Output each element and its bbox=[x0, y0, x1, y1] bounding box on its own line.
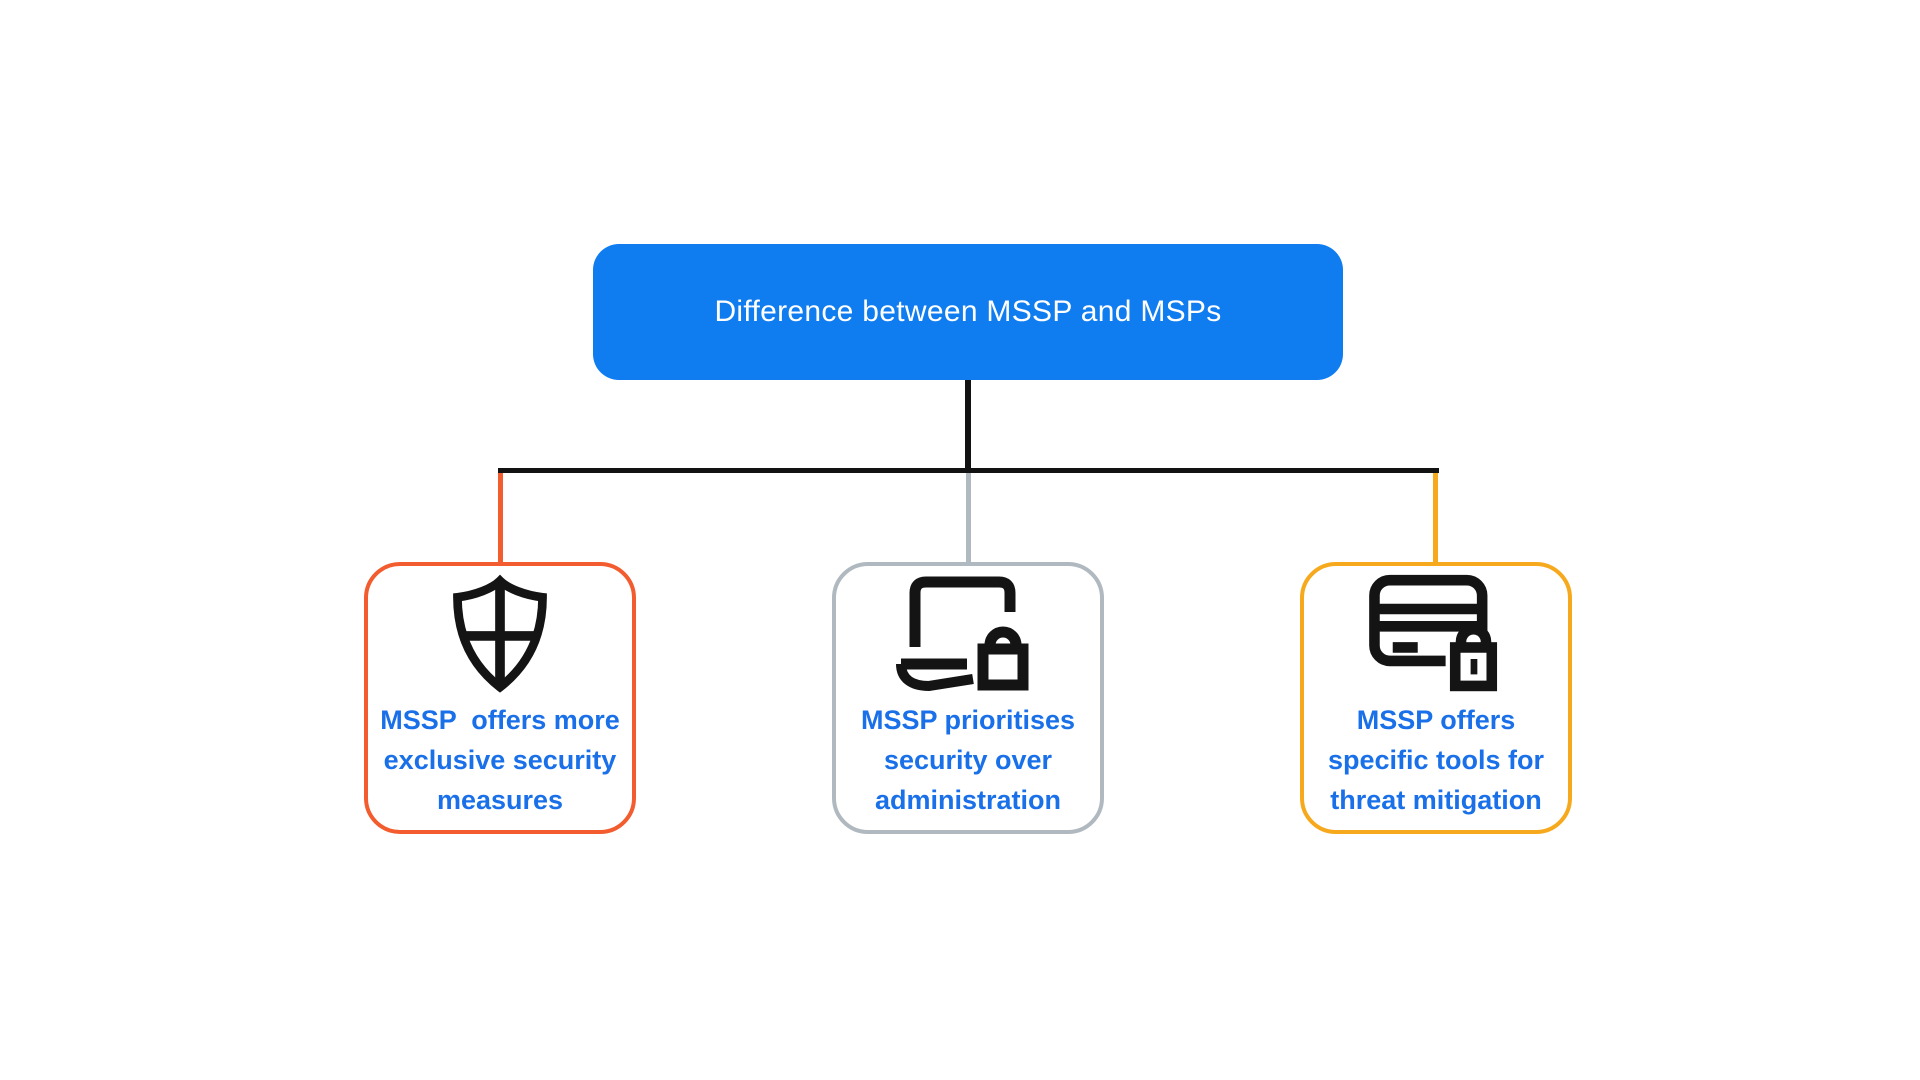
root-node-label: Difference between MSSP and MSPs bbox=[714, 295, 1222, 328]
connector-drop-center bbox=[966, 473, 971, 564]
connector-drop-right bbox=[1433, 473, 1438, 564]
credit-card-lock-icon bbox=[1361, 570, 1511, 698]
connector-horizontal bbox=[498, 468, 1439, 473]
card-security-over-administration-label: MSSP prioritises security over administr… bbox=[860, 705, 1076, 815]
card-exclusive-security: MSSP offers more exclusive security meas… bbox=[364, 562, 636, 834]
connector-stem bbox=[965, 380, 971, 468]
card-security-over-administration: MSSP prioritises security over administr… bbox=[832, 562, 1104, 834]
shield-cross-icon bbox=[442, 570, 558, 698]
card-exclusive-security-label: MSSP offers more exclusive security meas… bbox=[380, 705, 620, 815]
card-threat-mitigation-label: MSSP offers specific tools for threat mi… bbox=[1327, 705, 1545, 815]
root-node: Difference between MSSP and MSPs bbox=[593, 244, 1343, 380]
card-threat-mitigation: MSSP offers specific tools for threat mi… bbox=[1300, 562, 1572, 834]
laptop-lock-icon bbox=[893, 570, 1043, 698]
connector-drop-left bbox=[498, 473, 503, 564]
